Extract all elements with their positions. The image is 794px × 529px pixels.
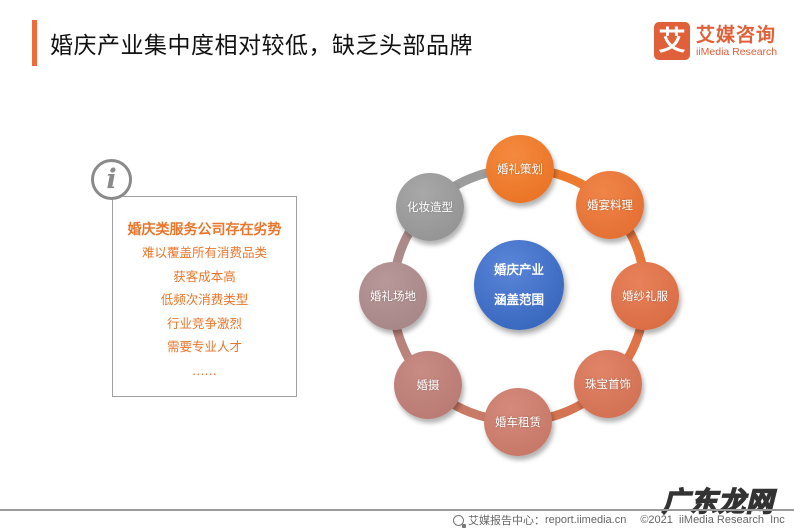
footer-divider bbox=[0, 509, 794, 511]
footer: 艾媒报告中心： report.iimedia.cn ©2021 iiMedia … bbox=[453, 512, 785, 528]
report-icon bbox=[453, 514, 466, 528]
node-makeup-styling: 化妆造型 bbox=[396, 173, 464, 241]
info-heading: 婚庆类服务公司存在劣势 bbox=[127, 222, 282, 238]
footer-copyright: ©2021 iiMedia Research Inc bbox=[640, 514, 785, 526]
node-wedding-banquet: 婚宴料理 bbox=[576, 171, 644, 239]
info-icon: i bbox=[91, 159, 132, 200]
node-wedding-photo: 婚摄 bbox=[394, 351, 462, 419]
node-label: 珠宝首饰 bbox=[585, 377, 631, 391]
node-label: 婚车租赁 bbox=[495, 415, 541, 429]
node-wedding-planning: 婚礼策划 bbox=[486, 135, 554, 203]
center-label-line2: 涵盖范围 bbox=[493, 292, 544, 307]
info-item: 行业竞争激烈 bbox=[166, 315, 242, 331]
iimedia-logo: 艾 艾媒咨询 iiMedia Research bbox=[654, 22, 777, 60]
node-car-rental: 婚车租赁 bbox=[484, 388, 552, 456]
watermark: 广东龙网 bbox=[661, 486, 774, 519]
node-label: 婚宴料理 bbox=[587, 198, 633, 212]
logo-mark-icon: 艾 bbox=[654, 22, 690, 60]
info-item: 低频次消费类型 bbox=[160, 292, 249, 307]
info-panel: 婚庆类服务公司存在劣势 难以覆盖所有消费品类 获客成本高 低频次消费类型 行业竞… bbox=[112, 196, 297, 397]
center-node-wedding-industry: 婚庆产业 涵盖范围 bbox=[474, 240, 564, 330]
title-accent-bar bbox=[32, 20, 37, 66]
node-jewelry: 珠宝首饰 bbox=[574, 350, 642, 418]
node-label: 化妆造型 bbox=[407, 200, 453, 214]
logo-name-cn: 艾媒咨询 bbox=[696, 23, 777, 46]
center-label-line1: 婚庆产业 bbox=[493, 262, 544, 277]
footer-source-url[interactable]: report.iimedia.cn bbox=[545, 514, 627, 526]
footer-source-label: 艾媒报告中心： bbox=[468, 515, 545, 527]
node-wedding-dress: 婚纱礼服 bbox=[611, 262, 679, 330]
logo-text: 艾媒咨询 iiMedia Research bbox=[696, 24, 777, 59]
node-label: 婚礼场地 bbox=[370, 289, 416, 303]
node-label: 婚礼策划 bbox=[497, 162, 543, 176]
node-label: 婚摄 bbox=[416, 378, 440, 392]
info-item: 需要专业人才 bbox=[166, 339, 242, 354]
info-item: 难以覆盖所有消费品类 bbox=[141, 245, 267, 260]
info-list: 婚庆类服务公司存在劣势 难以覆盖所有消费品类 获客成本高 低频次消费类型 行业竞… bbox=[113, 219, 296, 382]
info-item: 获客成本高 bbox=[173, 268, 236, 284]
node-label: 婚纱礼服 bbox=[622, 289, 668, 303]
page-title: 婚庆产业集中度相对较低，缺乏头部品牌 bbox=[50, 33, 473, 59]
info-item-ellipsis: …… bbox=[192, 362, 217, 378]
node-wedding-venue: 婚礼场地 bbox=[359, 262, 427, 330]
logo-name-en: iiMedia Research bbox=[696, 45, 778, 58]
